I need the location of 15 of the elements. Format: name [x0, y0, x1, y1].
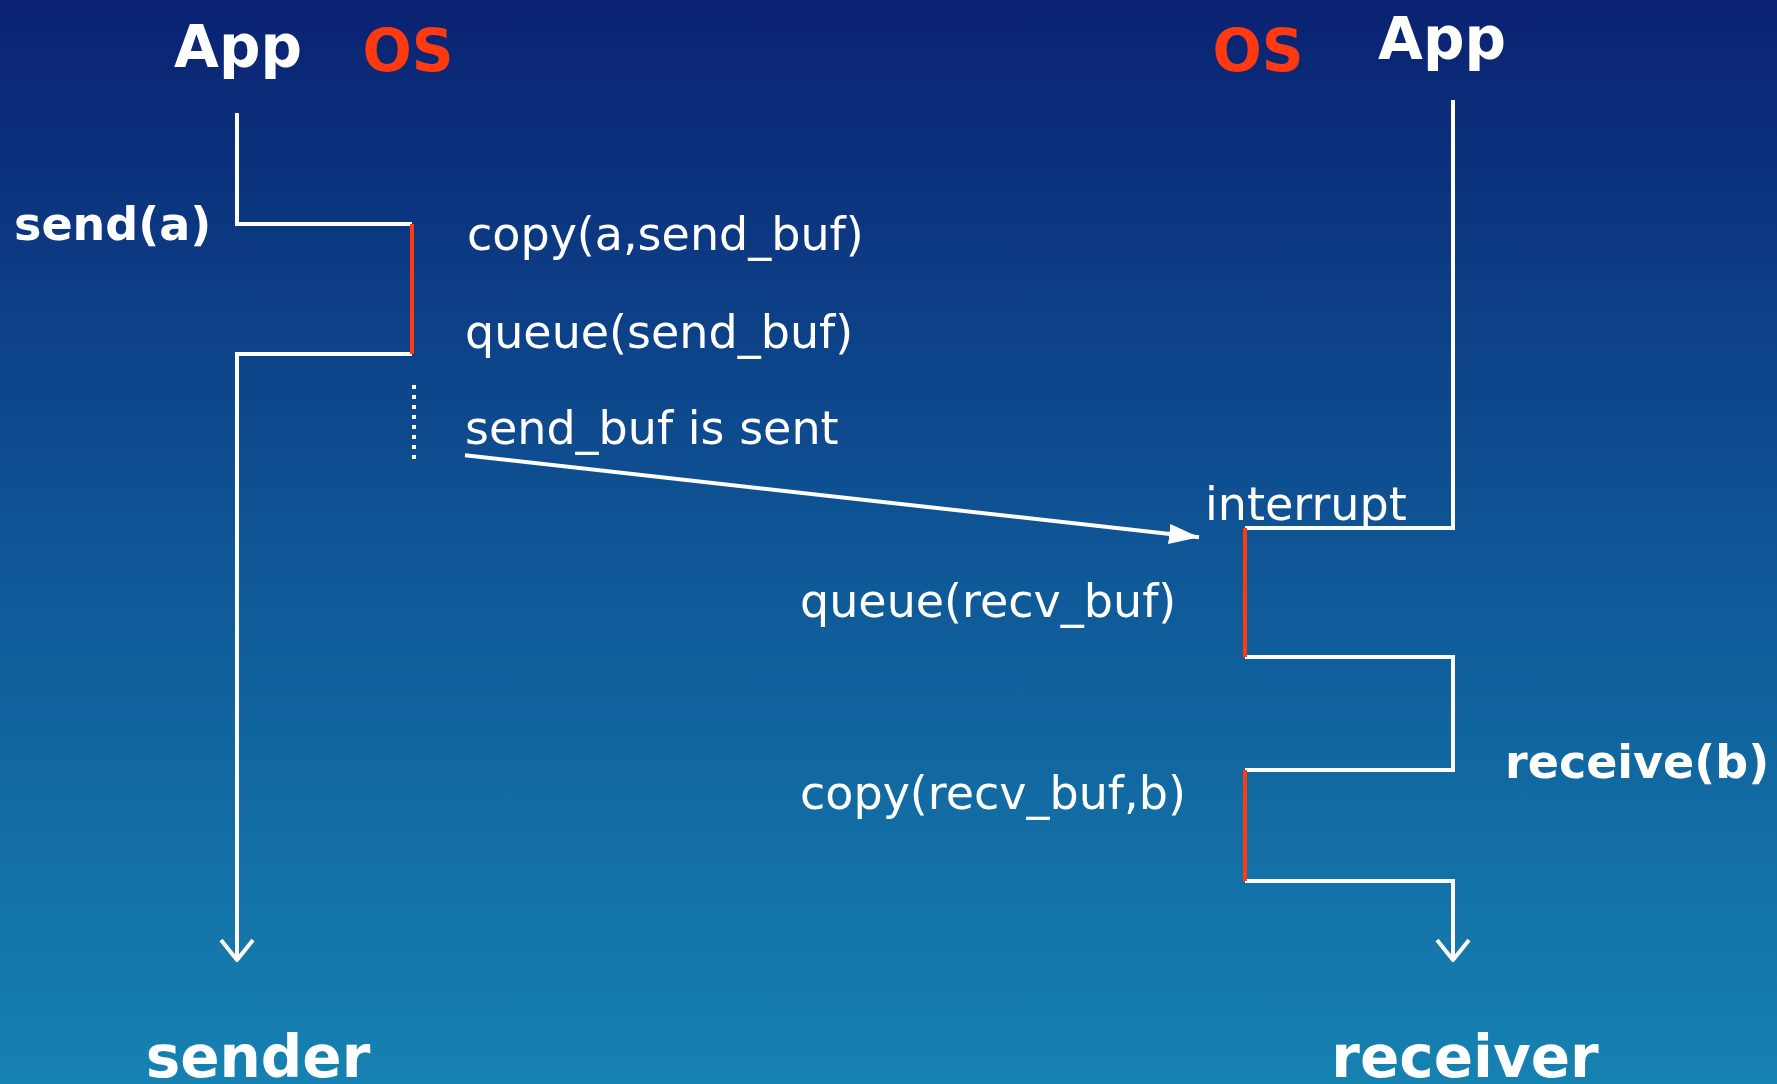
- step-label: queue(recv_buf): [800, 575, 1177, 627]
- step-label: send_buf is sent: [465, 402, 839, 454]
- column-heading: OS: [1212, 20, 1304, 84]
- call-label: receive(b): [1505, 736, 1770, 788]
- column-heading: App: [174, 16, 302, 80]
- column-heading: App: [1378, 8, 1506, 72]
- step-label: copy(a,send_buf): [467, 208, 864, 260]
- step-label: copy(recv_buf,b): [800, 767, 1186, 819]
- column-heading: OS: [362, 20, 454, 84]
- column-footer: sender: [145, 1026, 371, 1084]
- column-footer: receiver: [1331, 1026, 1599, 1084]
- call-label: send(a): [14, 198, 212, 250]
- step-label: queue(send_buf): [465, 306, 854, 358]
- message-arrow: [464, 453, 1200, 544]
- step-label: interrupt: [1205, 478, 1407, 530]
